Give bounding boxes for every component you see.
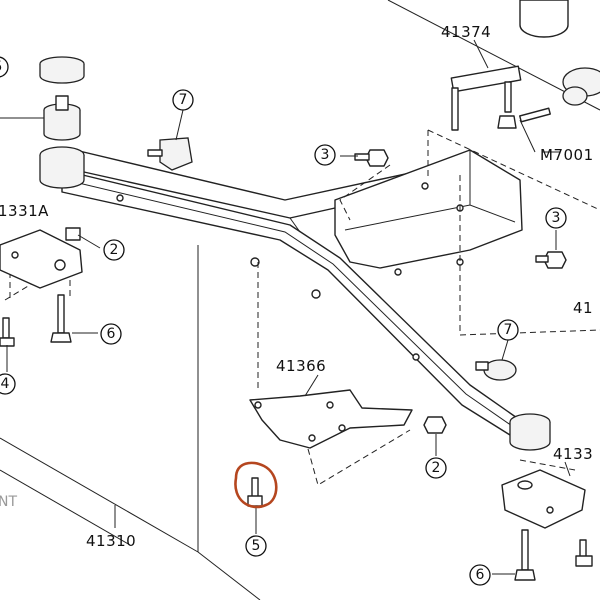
upper-bracket-7 [147,137,193,171]
svg-text:5: 5 [0,59,2,75]
callout-6-left: 6 [100,323,122,345]
part-number-right-mid: 41 [573,299,593,317]
svg-text:6: 6 [476,567,485,583]
callout-2-left: 2 [103,239,125,261]
part-number-bottom: 41310 [86,532,136,550]
left-lower-bracket [0,227,83,347]
top-right-hardware [450,0,600,131]
callout-3-right: 3 [545,207,567,229]
svg-text:3: 3 [321,147,330,163]
svg-text:3: 3 [552,210,561,226]
highlight-circle [234,461,278,509]
left-mount-stack [39,56,85,189]
callout-3-upper: 3 [314,144,336,166]
callout-4-left: 4 [0,373,16,395]
center-bracket [249,389,413,449]
leader-lines [0,39,571,575]
part-number-right-lower: 4133 [553,445,593,463]
lower-bush-7 [475,359,551,451]
part-number-left-upper: 1331A [0,202,49,220]
lower-right-bracket [501,469,593,581]
part-number-right-m: M7001 [540,146,594,164]
upper-right-bracket [334,149,523,276]
fasteners [247,149,567,507]
svg-text:7: 7 [504,322,513,338]
callout-2-lower: 2 [425,457,447,479]
svg-text:2: 2 [110,242,119,258]
fragment-label: NT [0,494,17,510]
callout-5-top: 5 [0,56,9,78]
callout-7-upper: 7 [172,89,194,111]
svg-text:2: 2 [432,460,441,476]
callout-6-bottom: 6 [469,564,491,586]
callout-5-bottom: 5 [245,535,267,557]
part-number-top-right: 41374 [441,23,491,41]
svg-text:4: 4 [1,376,10,392]
svg-text:5: 5 [252,538,261,554]
svg-text:6: 6 [107,326,116,342]
callout-7-lower: 7 [497,319,519,341]
part-number-center: 41366 [276,357,326,375]
svg-text:7: 7 [179,92,188,108]
